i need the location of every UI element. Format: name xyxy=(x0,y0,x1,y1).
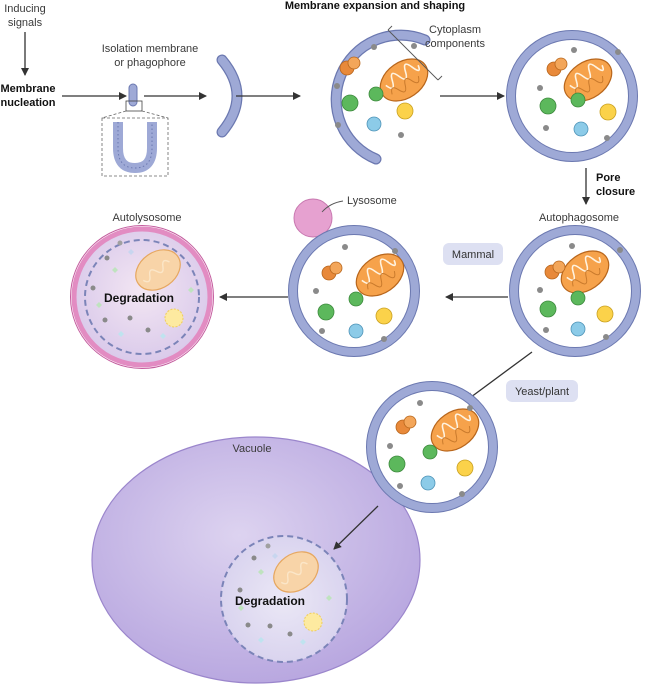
vacuole-entry-arrow xyxy=(333,505,379,550)
degradation-autolysosome-label: Degradation xyxy=(104,291,174,305)
cytoplasm-label-line1: Cytoplasm xyxy=(429,24,481,36)
membrane-nucleation-label-line2: nucleation xyxy=(0,97,55,109)
isolation-membrane-label-line1: Isolation membrane xyxy=(102,43,199,55)
yeast-plant-label: Yeast/plant xyxy=(515,386,569,398)
isolation-membrane-label-line2: or phagophore xyxy=(114,57,186,69)
inducing-signals-label-line1: Inducing xyxy=(4,3,46,15)
membrane-expansion-label: Membrane expansion and shaping xyxy=(285,0,465,12)
phagophore-small xyxy=(125,83,143,112)
degradation-vacuole-label: Degradation xyxy=(235,594,305,608)
autophagic-body xyxy=(220,535,348,663)
mammal-pill xyxy=(443,243,503,265)
cytoplasm-label-line2: components xyxy=(425,38,485,50)
vacuole-label: Vacuole xyxy=(233,443,272,455)
closing-phagophore xyxy=(506,30,638,162)
autophagosome-label: Autophagosome xyxy=(539,212,619,224)
mammal-label: Mammal xyxy=(452,249,494,261)
pore-closure-label-line2: closure xyxy=(596,186,635,198)
expanding-phagophore xyxy=(330,29,437,165)
yeast-plant-arrow xyxy=(466,351,533,401)
vacuole-autophagosome xyxy=(366,381,498,513)
fusing-autophagosome xyxy=(288,225,420,357)
membrane-nucleation-label-line1: Membrane xyxy=(0,83,55,95)
cytoplasm-bracket xyxy=(387,29,439,81)
lysosome-pointer xyxy=(321,200,344,213)
autolysosome-label: Autolysosome xyxy=(112,212,181,224)
phagophore-inset xyxy=(101,110,169,177)
autolysosome xyxy=(70,225,214,369)
autophagosome xyxy=(509,225,641,357)
pore-closure-label-line1: Pore xyxy=(596,172,620,184)
inducing-signals-label-line2: signals xyxy=(8,17,43,29)
lysosome xyxy=(293,198,333,238)
yeast-plant-pill xyxy=(506,380,578,402)
lysosome-label: Lysosome xyxy=(347,195,397,207)
